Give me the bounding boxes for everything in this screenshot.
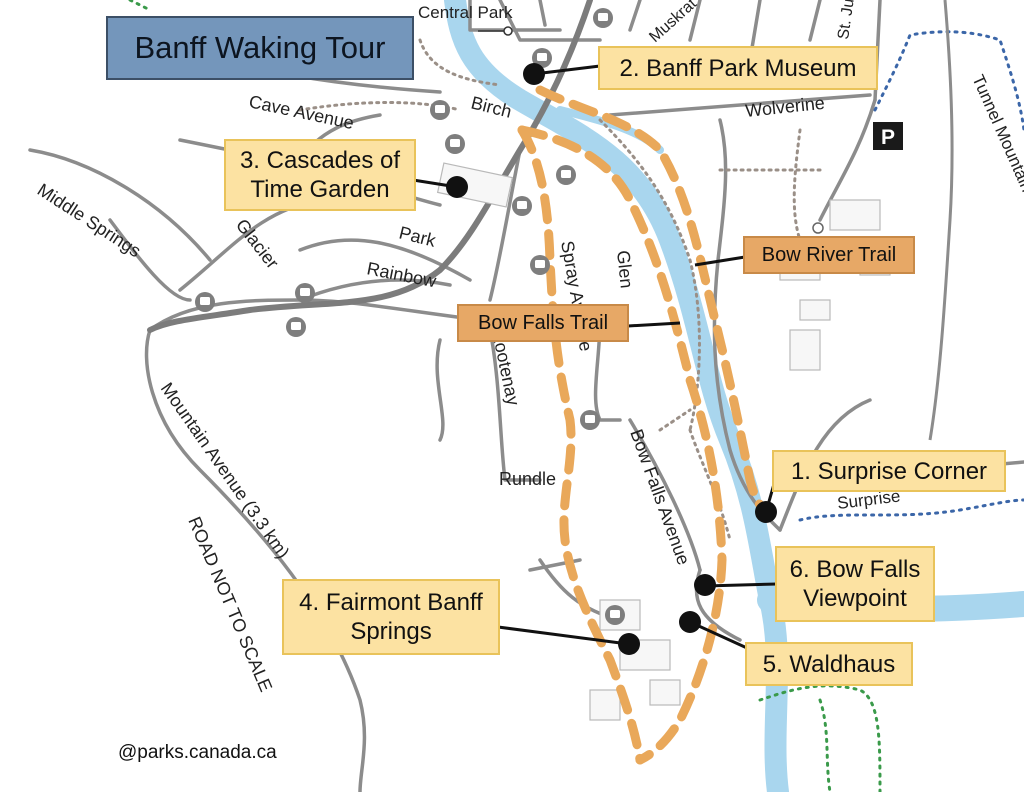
bus-icon bbox=[295, 283, 315, 303]
bus-icon bbox=[195, 292, 215, 312]
stop-label-surprise-corner: 1. Surprise Corner bbox=[772, 450, 1006, 492]
trail-label-bow-river: Bow River Trail bbox=[743, 236, 915, 274]
stop-marker-waldhaus bbox=[679, 611, 701, 633]
stop-marker-surprise-corner bbox=[755, 501, 777, 523]
blue-trails bbox=[798, 30, 1024, 522]
bus-icon bbox=[445, 134, 465, 154]
parking-label: P bbox=[881, 126, 895, 149]
street-label-middle-springs: Middle Springs bbox=[34, 180, 145, 262]
green-trails bbox=[128, 0, 882, 792]
street-label-bow-falls-avenue: Bow Falls Avenue bbox=[626, 427, 694, 568]
trail-label-bow-falls: Bow Falls Trail bbox=[457, 304, 629, 342]
central-park-marker bbox=[478, 26, 824, 234]
map-title: Banff Waking Tour bbox=[106, 16, 414, 80]
stop-marker-fairmont bbox=[618, 633, 640, 655]
street-label-cave-avenue: Cave Avenue bbox=[247, 91, 356, 133]
bus-icon bbox=[532, 48, 552, 68]
walking-route bbox=[517, 85, 773, 765]
stop-label-waldhaus: 5. Waldhaus bbox=[745, 642, 913, 686]
street-label-mountain-avenue: Mountain Avenue (3.3 km) bbox=[157, 379, 294, 562]
bus-icon bbox=[286, 317, 306, 337]
bus-icon bbox=[530, 255, 550, 275]
bus-icon bbox=[580, 410, 600, 430]
street-label-muskrat: Muskrat bbox=[646, 0, 700, 46]
street-label-central-park-text: Central Park bbox=[418, 3, 513, 22]
tunnel-mountain-road bbox=[928, 0, 954, 441]
stop-marker-cascades bbox=[446, 176, 468, 198]
stop-marker-bow-falls bbox=[694, 574, 716, 596]
bus-icon bbox=[512, 196, 532, 216]
bus-stop-icons bbox=[195, 8, 625, 625]
stop-marker-museum bbox=[523, 63, 545, 85]
street-label-rundle: Rundle bbox=[499, 469, 556, 489]
street-label-glen: Glen bbox=[613, 249, 637, 289]
stop-label-bow-falls-viewpoint: 6. Bow Falls Viewpoint bbox=[775, 546, 935, 622]
bus-icon bbox=[430, 100, 450, 120]
bus-icon bbox=[593, 8, 613, 28]
bus-icon bbox=[556, 165, 576, 185]
stop-label-cascades-of-time-garden: 3. Cascades of Time Garden bbox=[224, 139, 416, 211]
street-label-central-park: Central Park bbox=[418, 3, 513, 22]
highway-road bbox=[147, 0, 593, 333]
bus-icon bbox=[605, 605, 625, 625]
parking-icon: P bbox=[873, 122, 903, 150]
street-label-park: Park bbox=[397, 222, 439, 251]
street-label-wolverine: Wolverine bbox=[744, 93, 825, 121]
street-label-rainbow: Rainbow bbox=[365, 258, 439, 291]
building-footprints bbox=[436, 162, 891, 721]
street-label-st-julien: St. Julien bbox=[835, 0, 861, 41]
stop-label-fairmont-banff-springs: 4. Fairmont Banff Springs bbox=[282, 579, 500, 655]
credit-text: @parks.canada.ca bbox=[118, 742, 277, 763]
stop-label-banff-park-museum: 2. Banff Park Museum bbox=[598, 46, 878, 90]
stop-markers bbox=[446, 63, 777, 655]
